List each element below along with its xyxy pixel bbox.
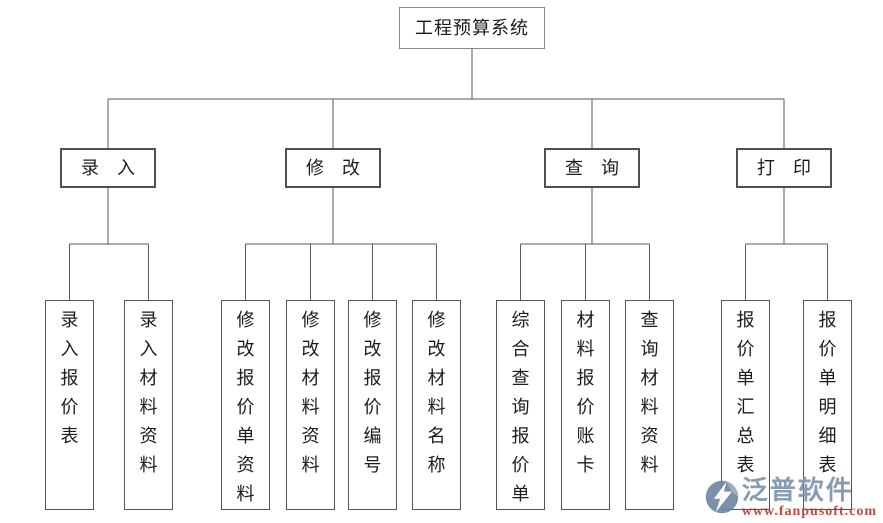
node-material-quote-card: 材料报价账卡 (561, 300, 610, 510)
node-root: 工程预算系统 (399, 7, 545, 49)
node-modify-material-data: 修改材料资料 (286, 300, 335, 510)
node-modify: 修 改 (285, 148, 381, 188)
node-query-material-data: 查询材料资料 (625, 300, 674, 510)
node-print: 打 印 (736, 148, 832, 188)
node-entry: 录 入 (60, 148, 156, 188)
node-modify-material-name: 修改材料名称 (412, 300, 461, 510)
node-quote-detail-sheet: 报价单明细表 (803, 300, 852, 510)
watermark: 泛普软件 www.fanpusoft.com (704, 475, 877, 519)
node-quote-summary-sheet: 报价单汇总表 (721, 300, 770, 510)
watermark-url-text: www.fanpusoft.com (741, 504, 877, 519)
node-enter-quote-sheet: 录入报价表 (45, 300, 94, 510)
node-enter-material-data: 录入材料资料 (124, 300, 173, 510)
fanpu-logo-icon (705, 480, 738, 513)
node-modify-quote-number: 修改报价编号 (348, 300, 397, 510)
watermark-brand-text: 泛普软件 (741, 475, 854, 505)
node-modify-quote-data: 修改报价单资料 (221, 300, 270, 510)
node-comprehensive-query-quote: 综合查询报价单 (496, 300, 545, 510)
node-query: 查 询 (544, 148, 640, 188)
